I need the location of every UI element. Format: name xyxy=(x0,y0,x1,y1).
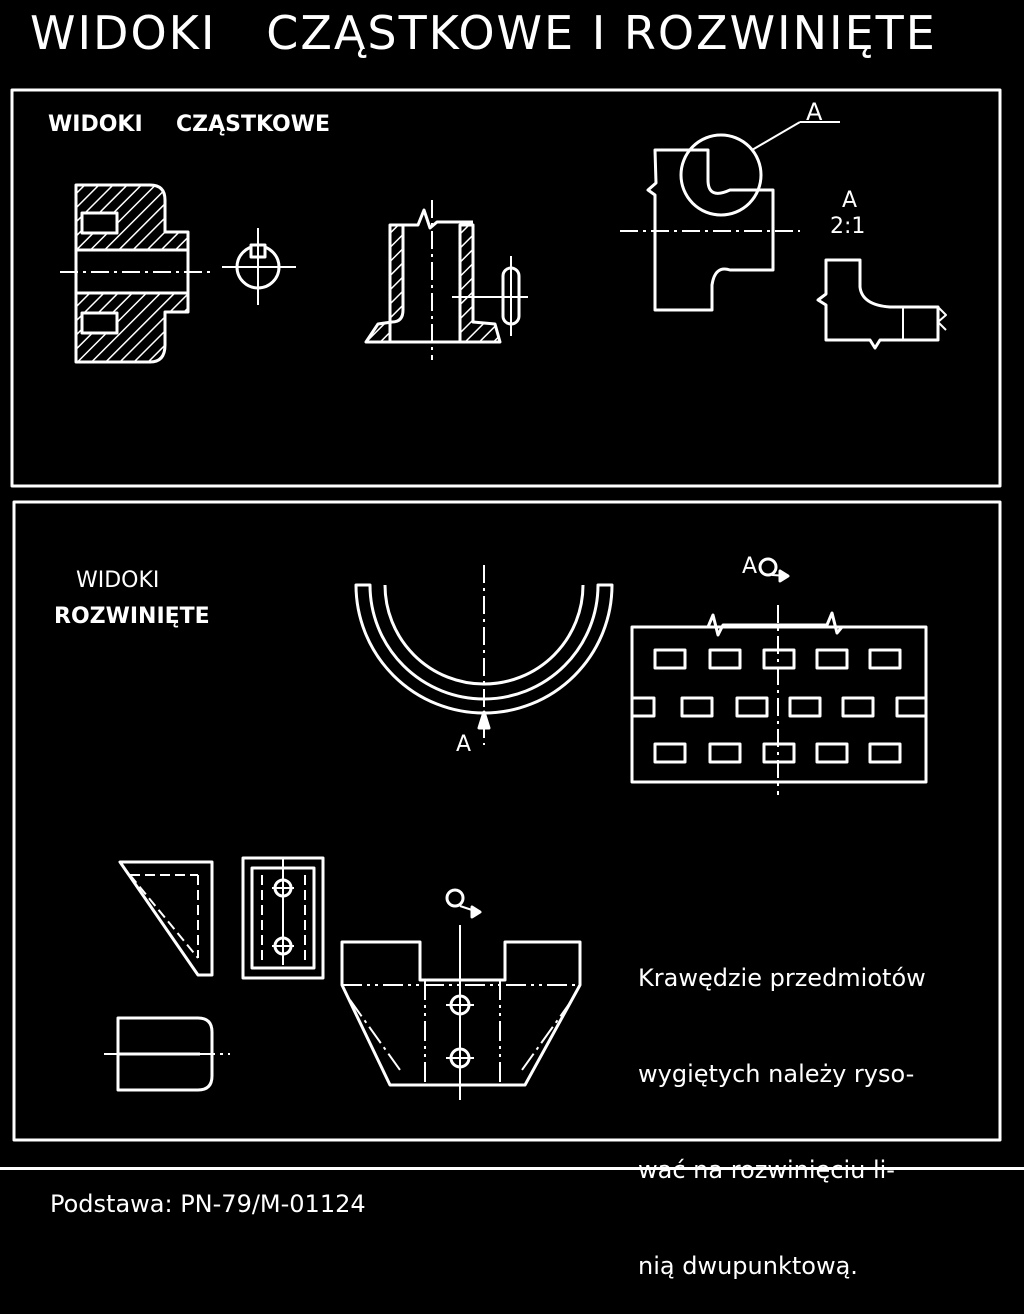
detail-scale: 2:1 xyxy=(830,214,866,239)
note-line: nią dwupunktową. xyxy=(638,1252,858,1280)
flanged-bush-view xyxy=(364,200,528,360)
heading-widoki-top: WIDOKI xyxy=(48,112,143,137)
panel-frame-bottom xyxy=(12,500,1002,1142)
heading-widoki-bottom: WIDOKI xyxy=(76,568,160,593)
hub-section-view xyxy=(60,183,210,364)
detail-a-view xyxy=(620,121,947,350)
page-title: WIDOKI CZĄSTKOWE I ROZWINIĘTE xyxy=(30,6,937,60)
half-ring-section xyxy=(354,565,614,745)
note-line: wygiętych należy ryso- xyxy=(638,1060,915,1088)
slot-rows xyxy=(630,648,928,764)
note-line: Krawędzie przedmiotów xyxy=(638,964,926,992)
developed-view-label: A xyxy=(742,554,758,579)
keyway-partial-view xyxy=(222,228,296,305)
note-text: Krawędzie przedmiotów wygiętych należy r… xyxy=(638,898,926,1314)
footer-source: Podstawa: PN-79/M-01124 xyxy=(50,1190,366,1218)
footer-divider xyxy=(0,1167,1024,1170)
view-direction-icon xyxy=(758,557,790,583)
technical-drawing xyxy=(10,88,1002,1142)
bracket-top-view xyxy=(104,1016,230,1092)
detail-leader-letter: A xyxy=(806,98,823,126)
heading-czastkowe: CZĄSTKOWE xyxy=(176,112,331,137)
developed-strip-view xyxy=(630,605,928,795)
bracket-side-view xyxy=(118,860,214,977)
view-arrow-label: A xyxy=(456,732,472,757)
heading-rozwiniete: ROZWINIĘTE xyxy=(54,604,210,629)
bracket-front-view xyxy=(241,856,325,980)
developed-bracket-view xyxy=(340,888,582,1100)
note-line: wać na rozwinięciu li- xyxy=(638,1156,895,1184)
panel-frame-top xyxy=(10,88,1002,488)
detail-label: A xyxy=(842,188,858,213)
